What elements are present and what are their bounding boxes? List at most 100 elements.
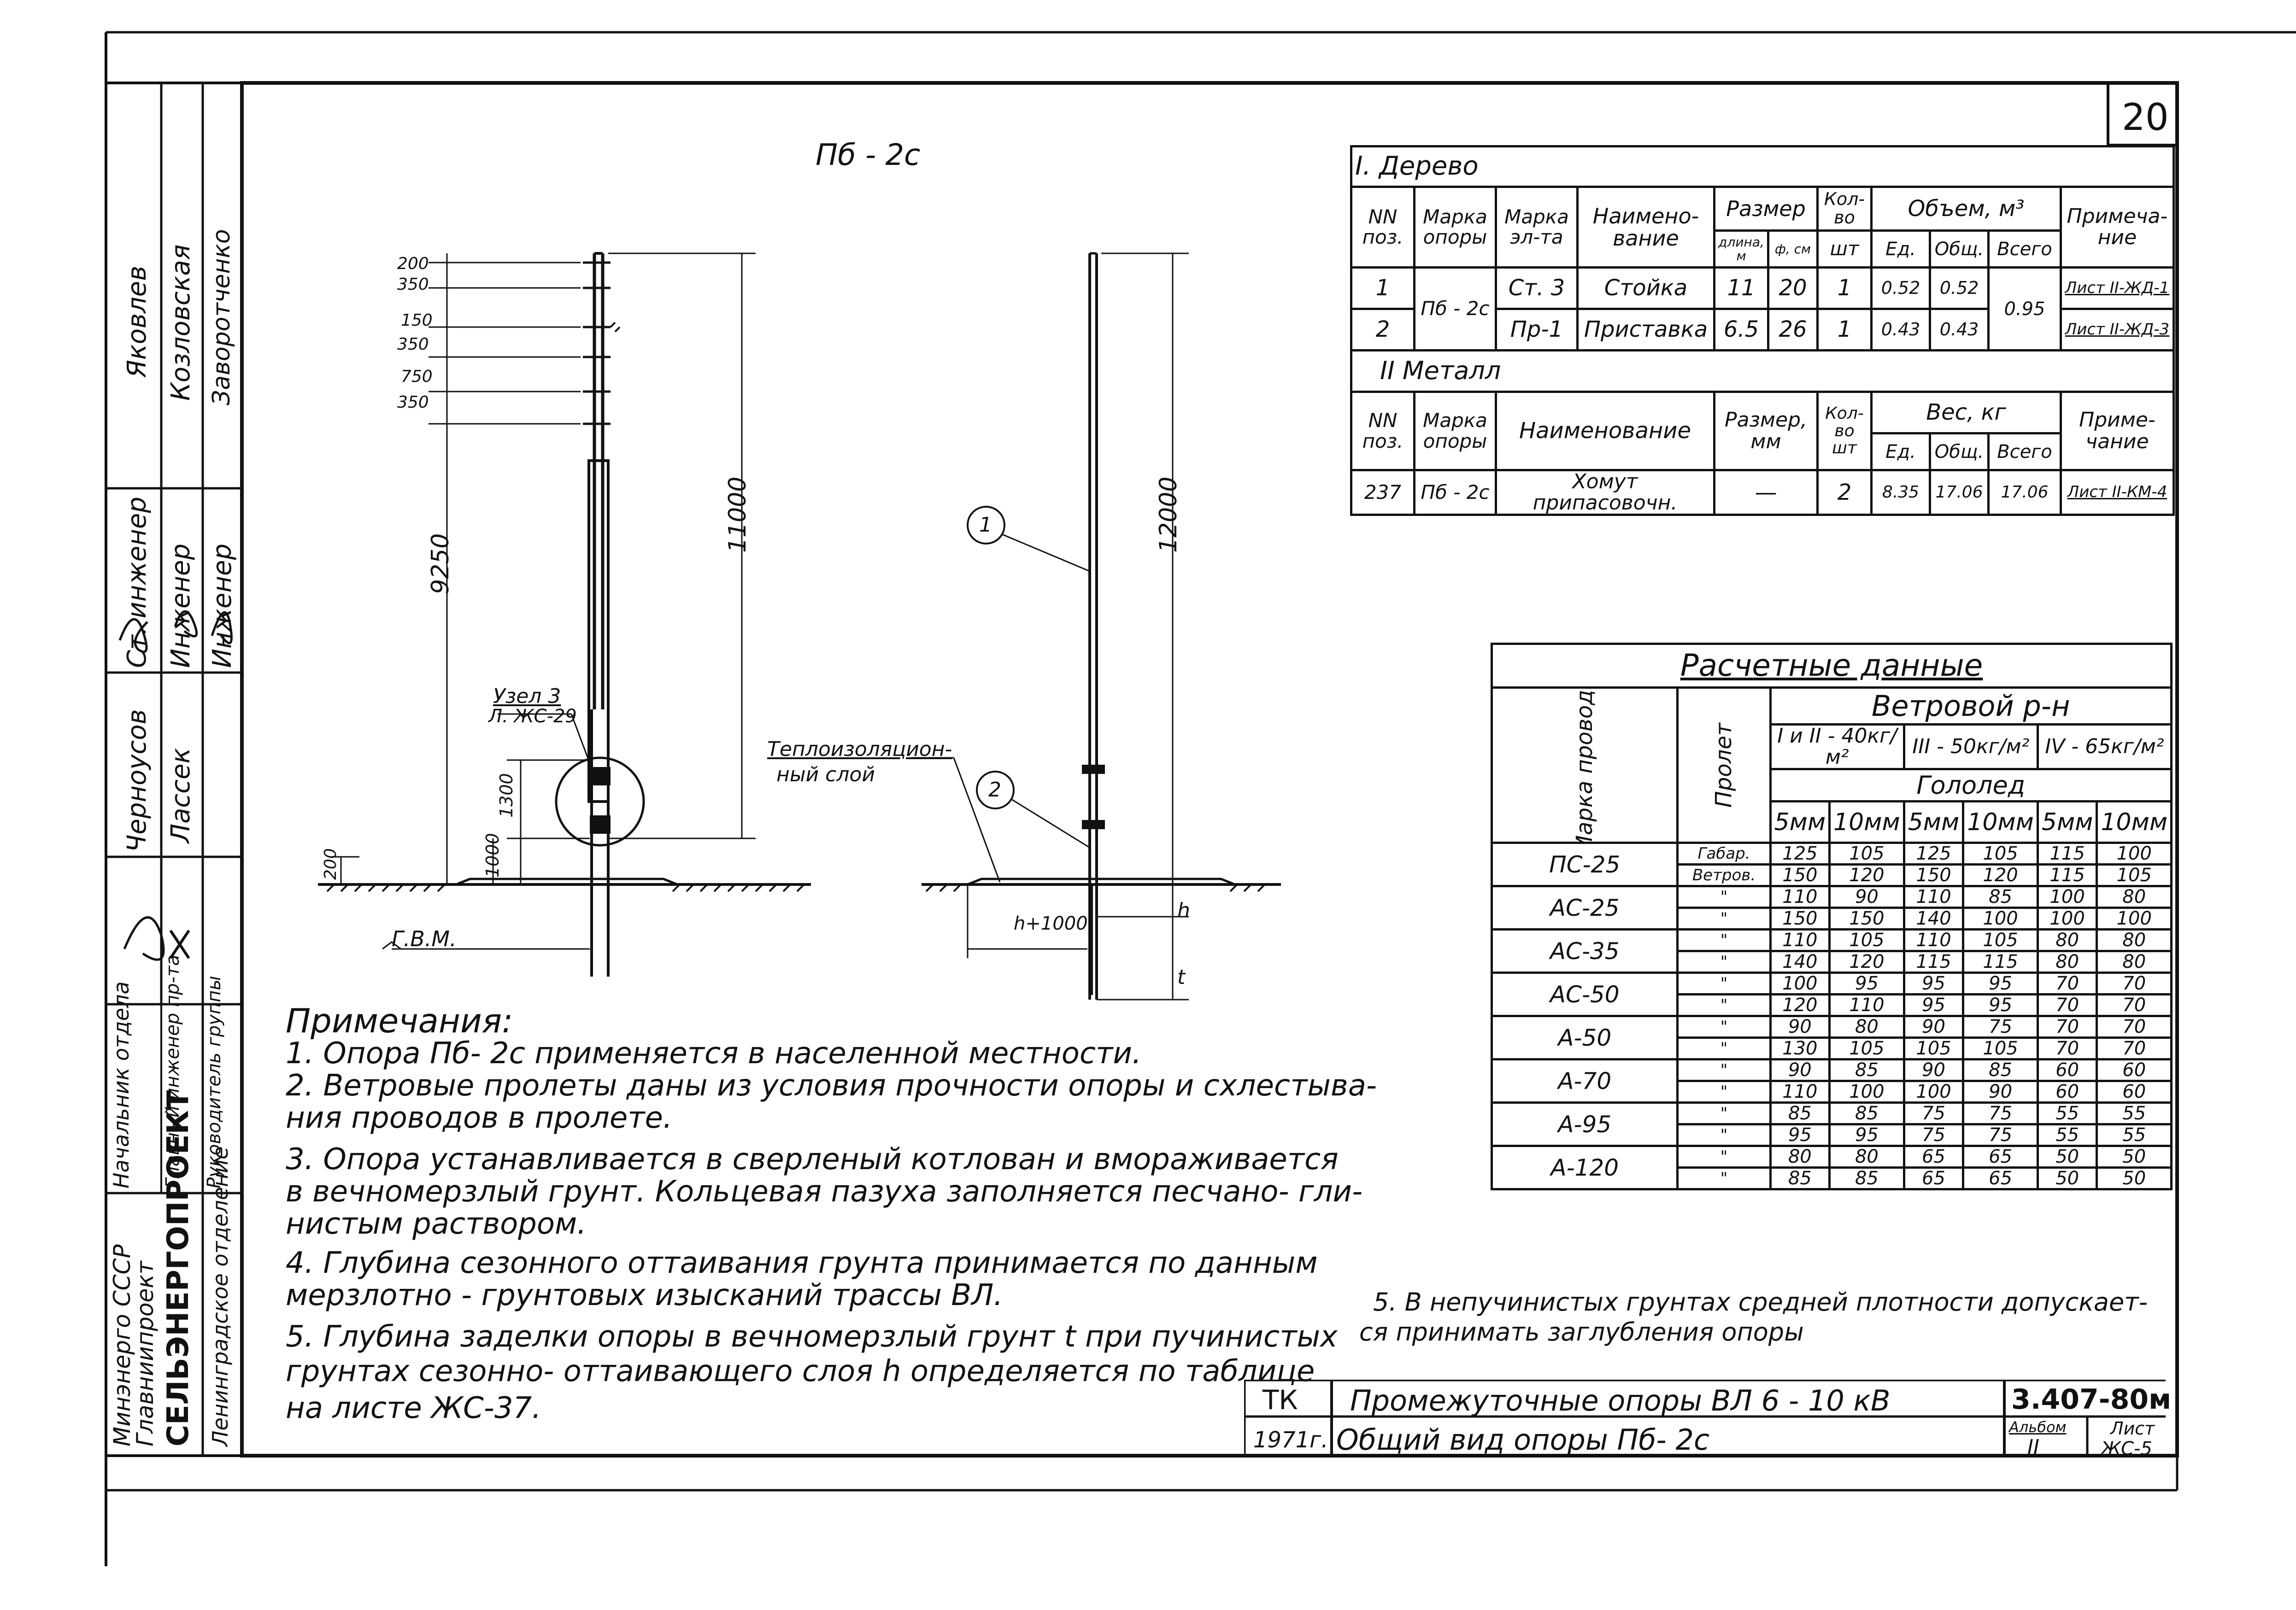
calc-value-cell: 60 bbox=[2096, 1080, 2173, 1104]
calc-value-cell: 80 bbox=[2096, 928, 2173, 953]
metal-section-title: II Металл bbox=[1350, 349, 2175, 393]
calc-span-cell: " bbox=[1676, 972, 1772, 996]
ice-5: 5мм bbox=[2036, 800, 2098, 844]
title-sheet-label: Лист bbox=[2110, 1418, 2155, 1439]
calc-value-cell: 70 bbox=[2036, 993, 2098, 1018]
calc-value-cell: 115 bbox=[2036, 842, 2098, 866]
calc-value-cell: 65 bbox=[1962, 1145, 2039, 1169]
calc-col-marka: Марка провода bbox=[1490, 686, 1679, 844]
hdr-unit: Ед. bbox=[1870, 229, 1931, 269]
calc-span-cell: Габар. bbox=[1676, 842, 1772, 866]
title-year: 1971г. bbox=[1253, 1427, 1328, 1453]
calc-value-cell: 70 bbox=[2036, 1015, 2098, 1039]
calc-value-cell: 95 bbox=[1962, 993, 2039, 1018]
calc-span-cell: " bbox=[1676, 885, 1772, 909]
calc-value-cell: 55 bbox=[2096, 1101, 2173, 1126]
calc-wire-cell: АС-25 bbox=[1490, 885, 1679, 931]
calc-value-cell: 100 bbox=[1769, 972, 1831, 996]
calc-value-cell: 80 bbox=[2096, 885, 2173, 909]
left-pole-view bbox=[318, 252, 811, 977]
calc-value-cell: 150 bbox=[1903, 863, 1965, 888]
calc-value-cell: 60 bbox=[2036, 1058, 2098, 1083]
wind-zone-2: III - 50кг/м² bbox=[1903, 723, 2039, 771]
calc-value-cell: 80 bbox=[1828, 1145, 1905, 1169]
calc-value-cell: 100 bbox=[2096, 907, 2173, 931]
calc-wire-cell: А-70 bbox=[1490, 1058, 1679, 1104]
calc-value-cell: 125 bbox=[1769, 842, 1831, 866]
calc-value-cell: 80 bbox=[2096, 950, 2173, 974]
calc-value-cell: 105 bbox=[1828, 928, 1905, 953]
calc-value-cell: 95 bbox=[1962, 972, 2039, 996]
calc-value-cell: 50 bbox=[2036, 1145, 2098, 1169]
position-marker-2: 2 bbox=[988, 778, 1001, 802]
calc-value-cell: 120 bbox=[1769, 993, 1831, 1018]
calc-wire-cell: А-120 bbox=[1490, 1145, 1679, 1191]
calc-value-cell: 140 bbox=[1769, 950, 1831, 974]
note-line: грунтах сезонно- оттаивающего слоя h опр… bbox=[286, 1354, 1315, 1388]
calc-value-cell: 105 bbox=[1962, 842, 2039, 866]
calc-span-cell: " bbox=[1676, 1166, 1772, 1191]
calc-value-cell: 130 bbox=[1769, 1036, 1831, 1061]
note-line: мерзлотно - грунтовых изысканий трассы В… bbox=[286, 1278, 1003, 1312]
calc-value-cell: 70 bbox=[2096, 1015, 2173, 1039]
insulation-label-2: ный слой bbox=[776, 763, 875, 786]
note-line: 4. Глубина сезонного оттаивания грунта п… bbox=[286, 1246, 1318, 1280]
calc-span-cell: " bbox=[1676, 950, 1772, 974]
sheet-number: 20 bbox=[2122, 96, 2169, 139]
calc-value-cell: 75 bbox=[1903, 1123, 1965, 1147]
hdr-diam: ф, см bbox=[1767, 229, 1819, 269]
metal-hdr-note: Приме-чание bbox=[2060, 391, 2175, 471]
calc-title: Расчетные данные bbox=[1490, 643, 2173, 689]
calc-value-cell: 100 bbox=[1962, 907, 2039, 931]
calc-value-cell: 105 bbox=[2096, 863, 2173, 888]
note-line: 1. Опора Пб- 2с применяется в населенной… bbox=[286, 1036, 1142, 1071]
ice-1: 5мм bbox=[1769, 800, 1831, 844]
calc-wire-cell: А-50 bbox=[1490, 1015, 1679, 1061]
hdr-length: длина, м bbox=[1713, 229, 1769, 269]
calc-value-cell: 70 bbox=[2096, 972, 2173, 996]
calc-value-cell: 50 bbox=[2096, 1145, 2173, 1169]
dim-9250: 9250 bbox=[427, 533, 454, 594]
drawing-title: Пб - 2с bbox=[816, 138, 921, 172]
calc-wire-cell: ПС-25 bbox=[1490, 842, 1679, 888]
metal-hdr-size: Размер, мм bbox=[1713, 391, 1819, 471]
calc-value-cell: 115 bbox=[1962, 950, 2039, 974]
hdr-total: Общ. bbox=[1929, 229, 1990, 269]
calc-value-cell: 90 bbox=[1769, 1015, 1831, 1039]
calc-span-cell: " bbox=[1676, 1015, 1772, 1039]
calc-value-cell: 85 bbox=[1828, 1058, 1905, 1083]
gwl-label: Г.В.М. bbox=[392, 926, 457, 951]
calc-value-cell: 95 bbox=[1903, 993, 1965, 1018]
calc-value-cell: 60 bbox=[2036, 1080, 2098, 1104]
metal-hdr-weight: Вес, кг bbox=[1870, 391, 2062, 434]
metal-hdr-all: Всего bbox=[1987, 432, 2062, 471]
calc-value-cell: 110 bbox=[1903, 885, 1965, 909]
calc-value-cell: 110 bbox=[1903, 928, 1965, 953]
table-row: 2 Пр-1 Приставка 6.5 26 1 0.43 0.43 Лист… bbox=[1350, 308, 2175, 351]
hdr-volume: Объем, м³ bbox=[1870, 186, 2062, 232]
calc-col-span: Пролет bbox=[1676, 686, 1772, 844]
calc-value-cell: 50 bbox=[2036, 1166, 2098, 1191]
stamp-name-3: Яковлев bbox=[122, 265, 152, 378]
calc-value-cell: 105 bbox=[1828, 1036, 1905, 1061]
hdr-size: Размер bbox=[1713, 186, 1819, 232]
calc-value-cell: 150 bbox=[1769, 907, 1831, 931]
hdr-qty: Кол-во bbox=[1816, 186, 1873, 232]
calc-value-cell: 125 bbox=[1903, 842, 1965, 866]
metal-hdr-unit: Ед. bbox=[1870, 432, 1931, 471]
calc-wind-header: Ветровой р-н bbox=[1769, 686, 2173, 726]
calc-span-cell: " bbox=[1676, 1036, 1772, 1061]
calc-value-cell: 90 bbox=[1962, 1080, 2039, 1104]
calc-value-cell: 110 bbox=[1828, 993, 1905, 1018]
calc-span-cell: " bbox=[1676, 1123, 1772, 1147]
calc-value-cell: 70 bbox=[2096, 1036, 2173, 1061]
calc-value-cell: 75 bbox=[1903, 1101, 1965, 1126]
